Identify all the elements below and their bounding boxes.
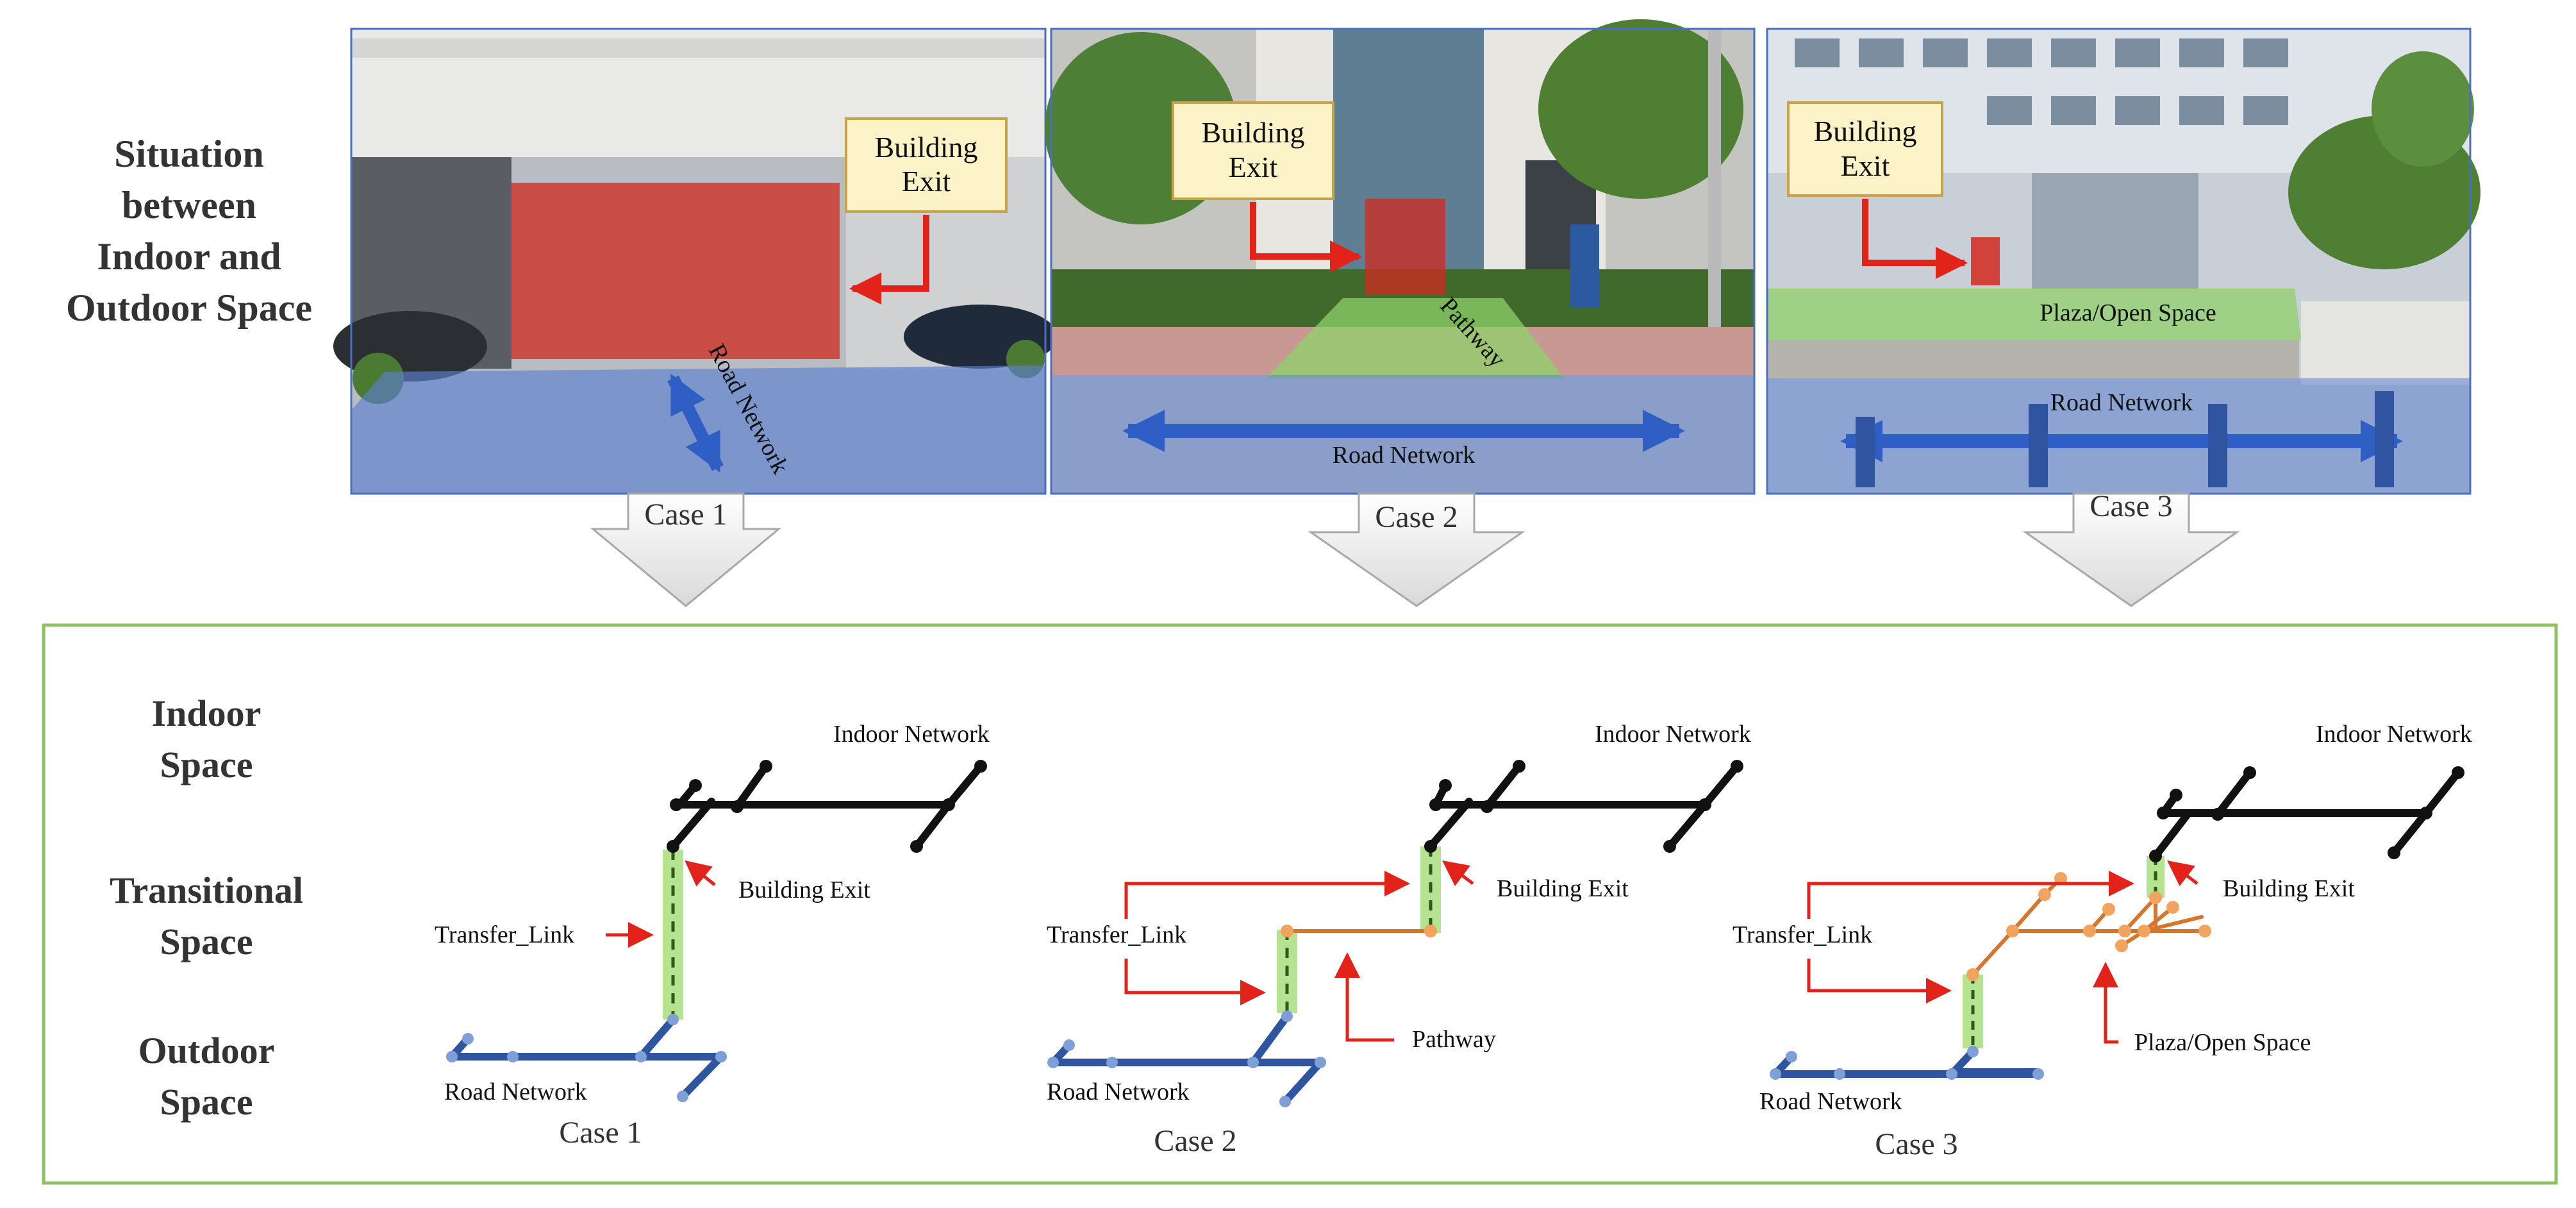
pathway-node bbox=[1281, 925, 1293, 937]
photo-3-callout-line-2: Exit bbox=[1841, 149, 1890, 182]
photo-3-bollard bbox=[1856, 417, 1875, 487]
road-nodes bbox=[446, 1014, 727, 1102]
plaza-arrow bbox=[2093, 962, 2118, 1044]
outdoor-space-label-2: Space bbox=[160, 1081, 253, 1123]
situation-line-3: Indoor and bbox=[97, 235, 281, 278]
transitional-space-label-1: Transitional bbox=[110, 869, 303, 911]
indoor-network bbox=[2152, 769, 2462, 860]
pathway-node bbox=[1424, 925, 1437, 937]
transfer-link-label: Transfer_Link bbox=[1733, 921, 1872, 948]
photo-2-sign bbox=[1570, 224, 1599, 308]
indoor-network-label: Indoor Network bbox=[2316, 721, 2472, 748]
road-nodes bbox=[1047, 1011, 1326, 1107]
indoor-space-label-2: Space bbox=[160, 744, 253, 785]
pathway-label: Pathway bbox=[1412, 1026, 1496, 1053]
situation-line-4: Outdoor Space bbox=[66, 287, 312, 329]
indoor-nodes bbox=[667, 760, 987, 853]
road-nodes bbox=[1770, 1046, 2044, 1080]
transfer-link-label: Transfer_Link bbox=[1047, 921, 1186, 948]
situation-line-2: between bbox=[122, 184, 256, 226]
building-exit-label: Building Exit bbox=[738, 877, 870, 903]
photo-case-1: Road Network Building Exit bbox=[333, 28, 1058, 495]
photo-2-callout-line-2: Exit bbox=[1229, 151, 1278, 183]
photo-3-callout-line-1: Building bbox=[1813, 115, 1916, 147]
photo-2-exit-callout bbox=[1172, 101, 1334, 200]
indoor-network bbox=[669, 762, 985, 850]
photo-3-windows bbox=[1795, 38, 2288, 125]
indoor-network-label: Indoor Network bbox=[833, 721, 990, 748]
case-arrow-1: Case 1 bbox=[590, 492, 782, 607]
building-exit-arrow bbox=[2167, 860, 2198, 887]
transfer-link-arrow-lower bbox=[1124, 959, 1266, 1005]
indoor-nodes bbox=[1424, 760, 1743, 853]
photo-1-exit-arrow bbox=[849, 215, 929, 305]
building-exit-arrow bbox=[685, 860, 716, 887]
transfer-link-highlight bbox=[663, 850, 683, 1019]
diagram-case-label: Case 1 bbox=[559, 1116, 642, 1150]
photo-2-indoor-overlay bbox=[1365, 199, 1445, 295]
road-network-label: Road Network bbox=[1047, 1078, 1190, 1105]
building-exit-node bbox=[1424, 840, 1437, 853]
photo-1-exit-callout bbox=[845, 117, 1008, 213]
photo-3-plaza-label: Plaza/Open Space bbox=[2040, 299, 2216, 326]
photo-3-plaza-overlay bbox=[1767, 289, 2301, 340]
photo-3-steps bbox=[1767, 340, 2299, 378]
outdoor-space-label-1: Outdoor bbox=[138, 1030, 275, 1071]
case-arrow-3: Case 3 bbox=[2022, 489, 2240, 607]
photo-2-pathway-overlay bbox=[1266, 298, 1564, 378]
photo-3-bollard bbox=[2029, 404, 2048, 487]
diagram-case-3: Indoor Network Building Exit Transfer_Li… bbox=[1733, 721, 2472, 1161]
photo-3-exit-arrow bbox=[1862, 199, 1968, 279]
photo-2-callout-line-1: Building bbox=[1201, 116, 1304, 149]
case-arrow-2: Case 2 bbox=[1308, 492, 1525, 607]
diagram-frame bbox=[42, 623, 2558, 1185]
indoor-network-label: Indoor Network bbox=[1595, 721, 1751, 748]
photo-3-passage bbox=[2032, 173, 2198, 289]
photo-3-bollard bbox=[2208, 404, 2227, 487]
situation-line-1: Situation bbox=[114, 133, 263, 175]
plaza-label: Plaza/Open Space bbox=[2134, 1029, 2311, 1056]
photo-3-indoor-overlay bbox=[1971, 237, 2000, 285]
photo-3-road-label: Road Network bbox=[2050, 389, 2193, 416]
photo-1-indoor-overlay bbox=[511, 183, 840, 359]
photo-1-case-label: Case 1 bbox=[644, 498, 727, 532]
road-network-label: Road Network bbox=[1759, 1088, 1902, 1115]
plaza-nodes bbox=[1966, 872, 2211, 981]
road-network-label: Road Network bbox=[444, 1078, 587, 1105]
photo-2-tree-right bbox=[1538, 19, 1743, 199]
diagram-case-2: Indoor Network Building Exit Transfer_Li… bbox=[1047, 721, 1751, 1158]
transfer-link-arrow-upper bbox=[1807, 871, 2134, 919]
photo-1-callout-line-2: Exit bbox=[902, 165, 951, 197]
indoor-space-label-1: Indoor bbox=[152, 692, 262, 734]
situation-label: Situation between Indoor and Outdoor Spa… bbox=[66, 133, 312, 329]
photo-case-2: Pathway Road Network Building Exit bbox=[1045, 19, 1756, 495]
pathway-arrow bbox=[1334, 952, 1394, 1042]
space-labels: Indoor Space Transitional Space Outdoor … bbox=[110, 692, 303, 1123]
photo-case-3: Plaza/Open Space Road Network Building E… bbox=[1766, 28, 2480, 495]
transitional-space-label-2: Space bbox=[160, 921, 253, 962]
building-exit-arrow bbox=[1442, 860, 1474, 886]
building-exit-label: Building Exit bbox=[2223, 875, 2355, 902]
building-exit-node bbox=[2149, 850, 2162, 862]
photo-2-case-label: Case 2 bbox=[1375, 500, 1458, 534]
transfer-link-label: Transfer_Link bbox=[435, 921, 574, 948]
transfer-link-arrow-lower bbox=[1807, 959, 1952, 1003]
photo-3-case-label: Case 3 bbox=[2090, 489, 2172, 523]
diagram-case-label: Case 3 bbox=[1875, 1127, 1957, 1161]
photo-3-bollard bbox=[2375, 391, 2394, 487]
indoor-network bbox=[1427, 762, 1741, 850]
photo-2-exit-arrow bbox=[1250, 202, 1362, 273]
building-exit-label: Building Exit bbox=[1497, 875, 1629, 902]
photo-3-exit-callout bbox=[1787, 101, 1943, 197]
photo-2-road-label: Road Network bbox=[1333, 442, 1475, 469]
diagram-case-1: Indoor Network Building Exit Transfer_Li… bbox=[435, 721, 990, 1150]
transfer-link-arrow-upper bbox=[1124, 871, 1410, 919]
photo-1-road-arrow bbox=[667, 373, 724, 473]
indoor-nodes bbox=[2149, 766, 2464, 862]
photo-1-callout-line-1: Building bbox=[874, 131, 977, 164]
diagram-case-label: Case 2 bbox=[1154, 1124, 1236, 1158]
building-exit-node bbox=[667, 840, 679, 853]
